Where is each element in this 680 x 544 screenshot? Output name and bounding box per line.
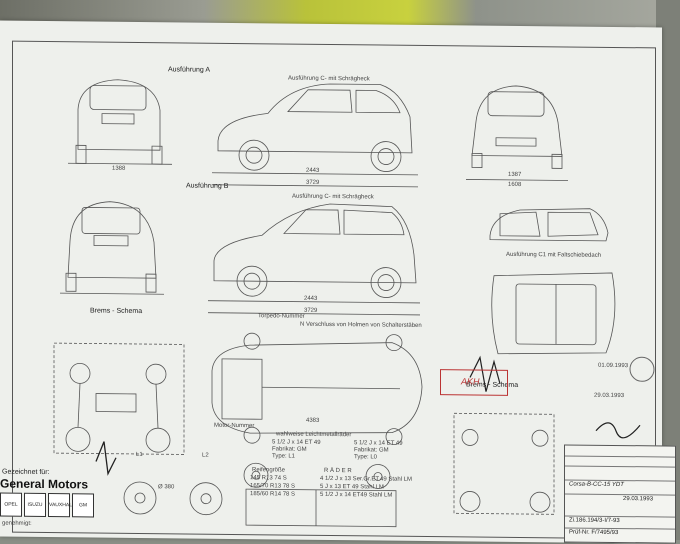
dim-front-width: 1388: [112, 165, 126, 172]
brand-line1: Gezeichnet für:: [2, 468, 50, 477]
brand-line2: General Motors: [0, 476, 89, 492]
brake-scheme-left: [53, 342, 185, 455]
wheel-right-spec1: 5 1/2 J x 14 ET 49: [354, 440, 403, 447]
signature-date-2: 29.03.1993: [594, 392, 625, 400]
chassis-top-note2: N Verschluss von Holmen von Schalterstäb…: [300, 321, 422, 329]
tire-row-1-right: 4 1/2 J x 13 Ser.Gr.ET.49 Stahl LM: [320, 475, 413, 483]
chassis-dim: 4383: [306, 417, 320, 424]
tire-row-3-right: 5 1/2 J x 14 ET49 Stahl LM: [320, 491, 393, 499]
section-title-brake-left: Brems - Schema: [90, 307, 143, 316]
signature-1: [469, 355, 501, 392]
front-view-a: [466, 85, 568, 181]
dim-rear-total: 1608: [508, 181, 522, 188]
side-view-b: [208, 203, 420, 316]
wheel-left-spec1: 5 1/2 J x 14 ET 49: [272, 439, 321, 446]
dim-total-a: 3729: [306, 179, 320, 186]
side-view-a: [212, 83, 418, 188]
signature-date-1: 01.09.1993: [598, 362, 629, 370]
section-title-b: Ausführung B: [186, 182, 229, 190]
chassis-top-view: [211, 332, 423, 446]
blueprint-sheet: Ausführung A Ausführung B Brems - Schema…: [0, 20, 676, 544]
wheel-right-spec2: Fabrikat: GM: [354, 447, 389, 454]
side-label-b: Ausführung C- mit Schrägheck: [292, 193, 374, 201]
wheel-label-l1: L1: [136, 451, 143, 459]
roof-label: Ausführung C1 mit Faltschiebedach: [506, 251, 602, 259]
wheel-drawings: [123, 462, 391, 516]
opel-logo: OPEL: [0, 492, 22, 517]
circle-stamp: [629, 356, 655, 382]
tire-row-1-left: 145 R13 74 S: [250, 475, 287, 482]
tire-row-2-right: 5 J x 13 ET 49 Stahl LM: [320, 483, 384, 491]
dim-length-b: 2443: [304, 295, 318, 302]
wheel-right-spec3: Type: L0: [354, 454, 378, 461]
silhouette-right: [489, 208, 609, 242]
stamp-text: AKH: [461, 376, 480, 387]
chassis-left-note: Motor-Nummer: [214, 422, 255, 430]
signature-2: [595, 422, 641, 439]
rear-view-a: [68, 79, 172, 165]
approved-label: genehmigt:: [2, 520, 32, 527]
dim-rear-width: 1387: [508, 171, 522, 178]
tire-row-2-left: 165/70 R13 78 S: [250, 483, 296, 490]
chassis-top-note: Torpedo-Nummer: [258, 313, 305, 320]
vauxhall-logo: VAUXHALL: [48, 493, 75, 518]
tire-table-header-right: R Ä D E R: [324, 467, 352, 475]
tire-table-header-left: Reifengröße: [252, 467, 286, 474]
drawing-number: Zi.186.194/3-I/7-93: [569, 517, 620, 525]
dim-total-b: 3729: [304, 307, 318, 314]
blueprint-drawings: [53, 79, 655, 528]
title-block-title: Corsa-B-CC-15 YDT: [569, 481, 624, 489]
roof-top-view: [491, 272, 616, 355]
wheel-left-spec3: Type: L1: [272, 453, 296, 460]
signature-3: [95, 441, 117, 476]
tire-table-frame: [245, 488, 397, 528]
section-title-a: Ausführung A: [168, 66, 211, 74]
isuzu-logo: ISUZU: [24, 492, 46, 518]
title-block-row: [565, 465, 675, 478]
brake-scheme-right: [453, 412, 555, 515]
wheel-left-spec2: Fabrikat: GM: [272, 446, 307, 453]
rear-view-b: [60, 201, 164, 295]
title-block-date: 29.03.1993: [623, 496, 654, 503]
side-label-a: Ausführung C- mit Schrägheck: [288, 75, 370, 83]
red-stamp: AKH: [440, 369, 508, 396]
pruef-number: Prüf-Nr. F/7495/93: [569, 529, 619, 537]
title-block: Corsa-B-CC-15 YDT 29.03.1993 Zi.186.194/…: [564, 444, 676, 544]
wheel-label-l2: L2: [202, 452, 209, 459]
dim-length-a: 2443: [306, 167, 320, 174]
tire-row-3-left: 185/60 R14 78 S: [250, 491, 296, 498]
wheel-note: wahlweise Leichtmetallräder: [276, 431, 352, 439]
gm-logo: GM: [72, 493, 94, 518]
wheel-dim-380: Ø 380: [158, 484, 175, 491]
